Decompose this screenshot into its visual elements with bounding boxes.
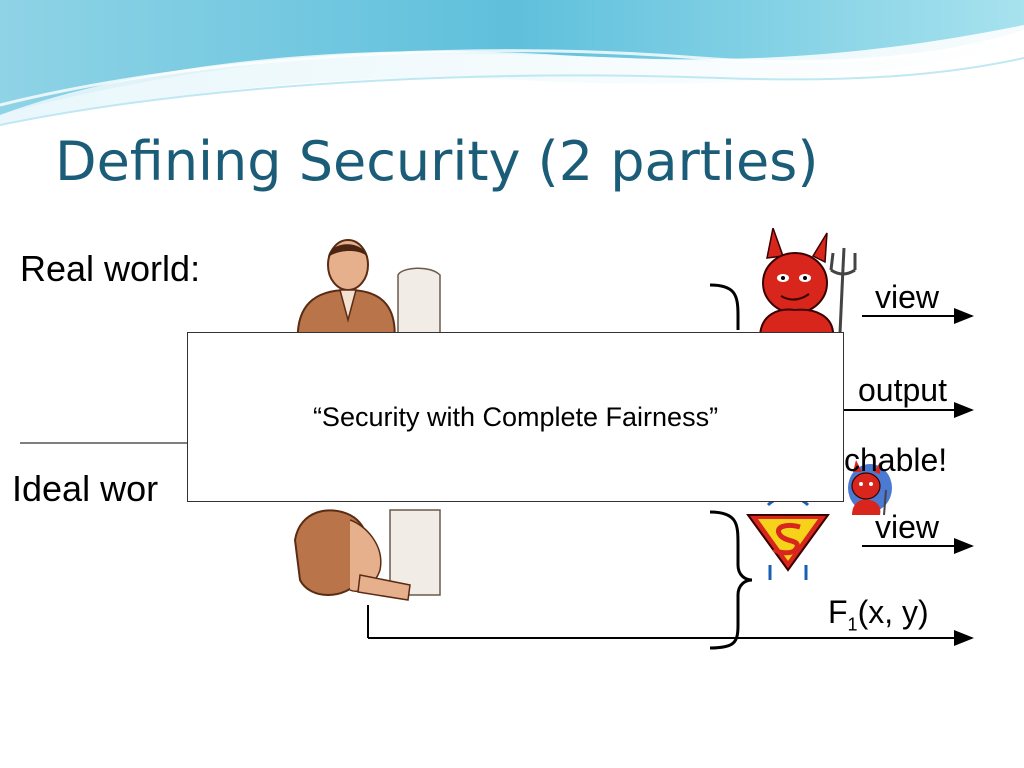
f1-base: F — [828, 594, 848, 630]
header-wave-decoration — [0, 0, 1024, 126]
view-label-real: view — [875, 279, 940, 315]
view-label-ideal: view — [875, 509, 940, 545]
overlay-text: “Security with Complete Fairness” — [312, 401, 719, 432]
real-world-label: Real world: — [20, 248, 201, 289]
small-devil-icon — [848, 460, 892, 516]
f1-args: (x, y) — [857, 594, 929, 630]
superman-icon — [746, 496, 830, 580]
ideal-world-label: Ideal wor — [12, 468, 159, 509]
f1-subscript: 1 — [847, 614, 858, 635]
slide-title: Defining Security (2 parties) — [55, 130, 819, 193]
untouchable-label: chable! — [844, 442, 948, 478]
output-label: output — [858, 372, 947, 408]
overlay-box: “Security with Complete Fairness” — [187, 332, 844, 502]
businessman-icon — [296, 239, 441, 345]
devil-icon — [758, 228, 857, 338]
businessman-icon-ideal — [293, 509, 441, 601]
f1-label: F1(x, y) — [828, 594, 929, 635]
